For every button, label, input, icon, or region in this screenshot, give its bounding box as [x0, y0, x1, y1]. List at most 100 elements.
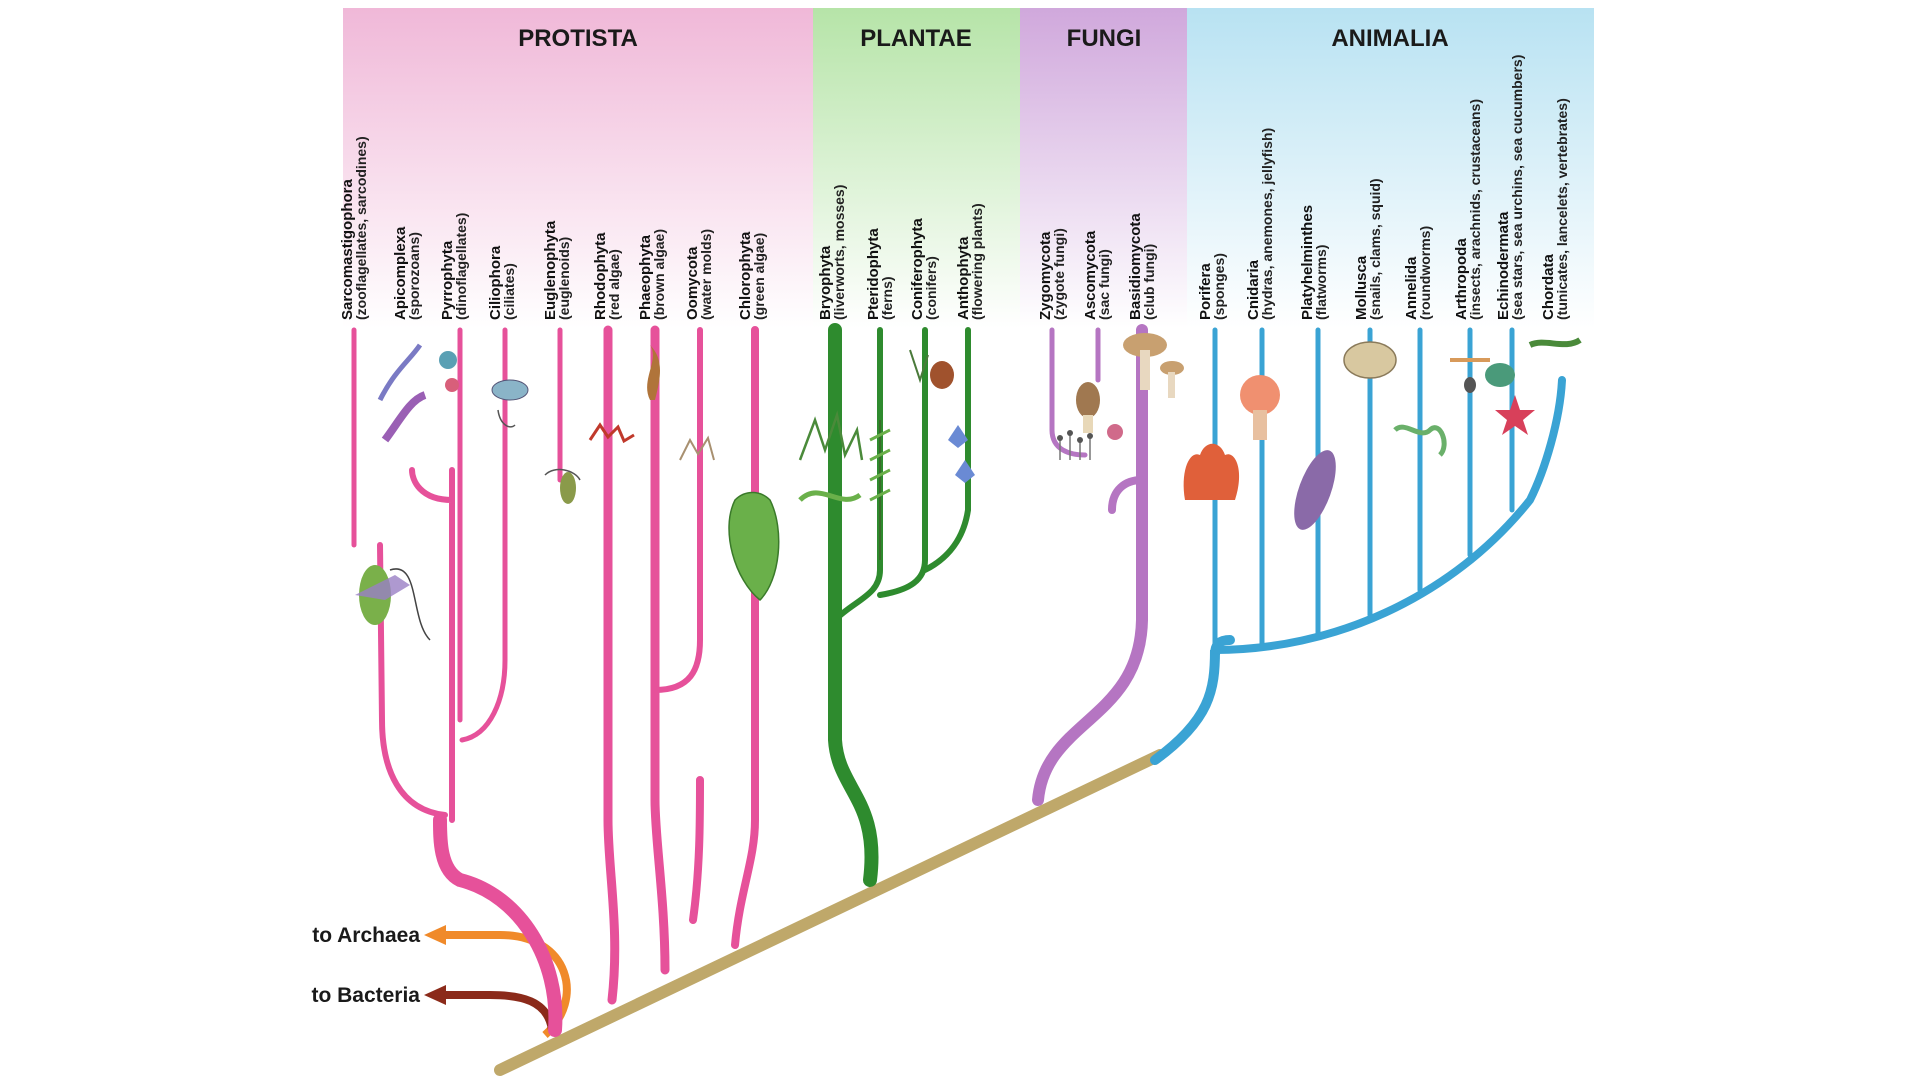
salamander-icon	[1528, 337, 1582, 348]
taxon-labels: Sarcomastigophora(zooflagellates, sarcod…	[339, 55, 1570, 320]
animalia-header-band	[1187, 8, 1594, 328]
sea-star-icon	[1485, 363, 1535, 435]
taxon-name: Chordata	[1540, 254, 1557, 320]
taxon-label-bryophyta: Bryophyta(liverworts, mosses)	[817, 185, 847, 320]
branch-sarcomastigophora	[377, 542, 448, 818]
kingdom-title-plantae: PLANTAE	[860, 25, 972, 52]
animalia-arc	[1211, 376, 1566, 654]
animalia-branches	[1150, 327, 1566, 765]
dinoflagellate-icon	[439, 351, 459, 392]
taxon-common-name: (sporozoans)	[406, 232, 422, 320]
taxon-common-name: (ciliates)	[501, 263, 517, 320]
taxon-label-echinodermata: Echinodermata(sea stars, sea urchins, se…	[1495, 55, 1525, 320]
taxon-common-name: (brown algae)	[651, 229, 667, 320]
taxon-name: Bryophyta	[817, 245, 834, 320]
kingdom-title-fungi: FUNGI	[1067, 25, 1142, 52]
taxon-common-name: (liverworts, mosses)	[831, 185, 847, 320]
taxon-name: Zygomycota	[1037, 231, 1054, 320]
taxon-label-ascomycota: Ascomycota(sac fungi)	[1082, 230, 1112, 320]
taxon-common-name: (club fungi)	[1141, 244, 1157, 320]
brown-algae-icon	[647, 345, 660, 400]
taxon-name: Pyrrophyta	[439, 240, 456, 320]
protista-branch-sarco-apico-pyrro-cilio	[433, 813, 563, 1037]
branch-apicomplexa	[409, 467, 455, 823]
outgroup-label-bacteria: to Bacteria	[311, 984, 420, 1007]
taxon-common-name: (flowering plants)	[969, 203, 985, 320]
bacteria-branch	[440, 991, 556, 1031]
taxon-common-name: (zygote fungi)	[1051, 228, 1067, 320]
taxon-label-platyhelminthes: Platyhelminthes(flatworms)	[1299, 205, 1329, 320]
taxon-name: Coniferophyta	[909, 218, 926, 320]
clam-icon	[1343, 341, 1397, 379]
taxon-common-name: (zooflagellates, sarcodines)	[353, 136, 369, 320]
taxon-label-chlorophyta: Chlorophyta(green algae)	[737, 231, 767, 320]
taxon-label-pyrrophyta: Pyrrophyta(dinoflagellates)	[439, 213, 469, 320]
branch-chlorophyta	[731, 326, 759, 949]
taxon-common-name: (sea stars, sea urchins, sea cucumbers)	[1509, 55, 1525, 320]
protista-header-band	[343, 8, 813, 328]
moss-icon	[798, 410, 864, 502]
branch-euglena-join	[689, 776, 704, 924]
kingdom-title-protista: PROTISTA	[518, 25, 638, 52]
bacteria-arrowhead	[424, 985, 446, 1005]
taxon-name: Ascomycota	[1082, 230, 1099, 320]
taxon-label-porifera: Porifera(sponges)	[1197, 253, 1227, 320]
sponge-icon	[1183, 443, 1240, 500]
taxon-name: Echinodermata	[1495, 211, 1512, 320]
taxon-label-coniferophyta: Coniferophyta(conifers)	[909, 218, 939, 320]
taxon-label-pteridophyta: Pteridophyta(ferns)	[865, 228, 895, 320]
taxon-common-name: (dinoflagellates)	[453, 213, 469, 320]
taxon-common-name: (snails, clams, squid)	[1367, 178, 1383, 320]
anemone-icon	[1240, 375, 1280, 440]
taxon-name: Basidiomycota	[1127, 213, 1144, 320]
worm-icon	[1393, 424, 1447, 457]
taxon-name: Rhodophyta	[592, 232, 609, 320]
protista-branches	[351, 325, 759, 1037]
taxon-common-name: (hydras, anemones, jellyfish)	[1259, 128, 1275, 320]
flower-icon	[948, 425, 975, 483]
taxon-name: Anthophyta	[955, 236, 972, 320]
taxon-label-rhodophyta: Rhodophyta(red algae)	[592, 232, 622, 320]
green-algae-icon	[728, 491, 780, 602]
branch-anthophyta	[922, 327, 971, 573]
taxon-name: Phaeophyta	[637, 234, 654, 320]
taxon-label-ciliophora: Ciliophora(ciliates)	[487, 245, 517, 320]
kingdom-title-animalia: ANIMALIA	[1331, 25, 1448, 52]
taxon-common-name: (ferns)	[879, 276, 895, 320]
mushroom-icon	[1123, 333, 1184, 398]
taxon-name: Annelida	[1403, 256, 1420, 320]
ciliate-icon	[491, 379, 529, 428]
branch-pteridophyta	[832, 327, 883, 623]
water-mold-icon	[679, 435, 715, 461]
taxon-common-name: (roundworms)	[1417, 226, 1433, 320]
taxon-label-cnidaria: Cnidaria(hydras, anemones, jellyfish)	[1245, 128, 1275, 320]
outgroup-label-archaea: to Archaea	[312, 924, 420, 947]
taxon-name: Pteridophyta	[865, 228, 882, 320]
sporozoan-icon	[377, 343, 427, 443]
taxon-name: Oomycota	[684, 246, 701, 320]
fungi-stem	[1032, 324, 1148, 806]
taxon-common-name: (conifers)	[923, 256, 939, 320]
taxon-label-phaeophyta: Phaeophyta(brown algae)	[637, 229, 667, 320]
taxon-label-oomycota: Oomycota(water molds)	[684, 229, 714, 320]
taxon-name: Sarcomastigophora	[339, 178, 356, 320]
taxon-common-name: (flatworms)	[1313, 245, 1329, 320]
fern-icon	[869, 420, 891, 560]
taxon-label-chordata: Chordata(tunicates, lancelets, vertebrat…	[1540, 98, 1570, 320]
insect-icon	[1450, 358, 1490, 393]
plantae-stem	[828, 323, 879, 887]
taxon-common-name: (sponges)	[1211, 253, 1227, 320]
bread-mold-icon	[1057, 430, 1093, 460]
taxon-common-name: (tunicates, lancelets, vertebrates)	[1554, 98, 1570, 320]
taxon-common-name: (sac fungi)	[1096, 249, 1112, 320]
fungi-header-band	[1020, 8, 1187, 328]
taxon-label-arthropoda: Arthropoda(insects, arachnids, crustacea…	[1453, 99, 1483, 320]
taxon-name: Euglenophyta	[542, 220, 559, 320]
plantae-header-band	[813, 8, 1020, 328]
plantae-branches	[828, 323, 971, 887]
morel-icon	[1076, 382, 1123, 440]
taxon-label-basidiomycota: Basidiomycota(club fungi)	[1127, 213, 1157, 320]
taxon-name: Porifera	[1197, 263, 1214, 320]
taxon-label-zygomycota: Zygomycota(zygote fungi)	[1037, 228, 1067, 320]
